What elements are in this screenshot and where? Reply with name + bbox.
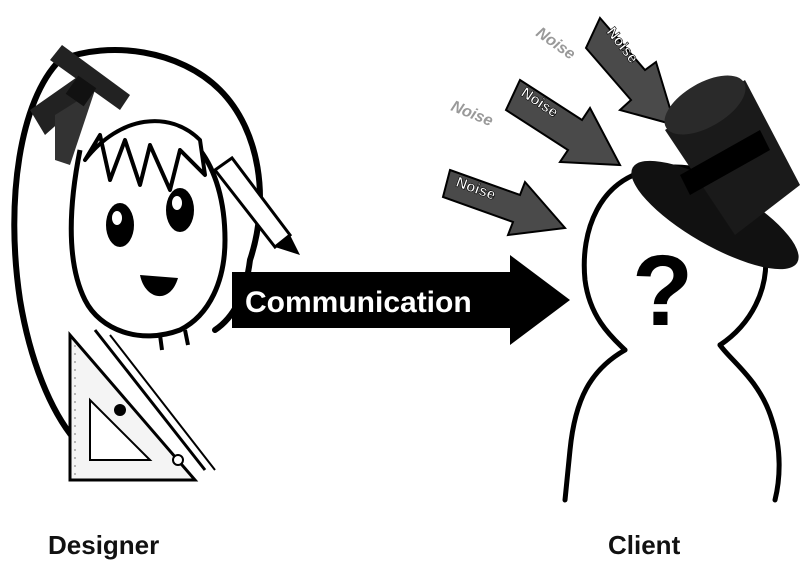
designer-left-eye (106, 203, 134, 247)
designer-label: Designer (48, 530, 160, 560)
question-mark: ? (632, 235, 693, 347)
designer-figure (11, 45, 300, 482)
faded-noise-label-2: Noise (533, 24, 579, 63)
designer-mouth (140, 275, 178, 297)
top-hat-icon (631, 75, 800, 270)
designer-right-eye (166, 188, 194, 232)
designer-neck (158, 329, 190, 351)
communication-label: Communication (245, 286, 472, 319)
faded-noise-label-1: Noise (449, 98, 496, 130)
designer-bangs (83, 119, 207, 192)
designer-left-eye-highlight (112, 211, 122, 225)
noise-arrow-3: Noise (584, 16, 677, 127)
client-label: Client (608, 530, 681, 560)
designer-bow (30, 45, 130, 165)
noise-arrow-1: Noise (441, 168, 567, 237)
designer-face (68, 148, 228, 339)
pencil-icon (212, 155, 300, 255)
client-body (562, 342, 782, 503)
client-figure: ? (562, 75, 800, 503)
set-square-icon (68, 329, 216, 482)
noise-arrow-2: Noise (504, 78, 622, 167)
communication-arrow: Communication (232, 255, 570, 345)
designer-right-eye-highlight (172, 196, 182, 210)
